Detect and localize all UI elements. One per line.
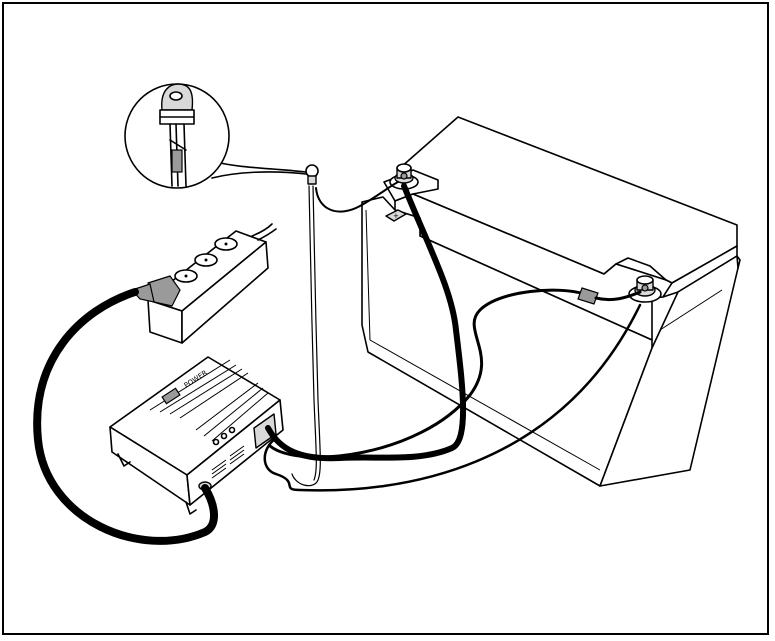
positive-marker-plate	[385, 209, 407, 222]
battery-positive-terminal	[389, 163, 419, 190]
charger-vents	[211, 445, 245, 479]
charger-output-terminal	[253, 413, 277, 449]
inline-fuse	[577, 287, 599, 305]
magnified-lamp	[159, 83, 195, 187]
positive-marker-label: +	[393, 212, 399, 220]
indicator-lamp-wire-a	[291, 185, 321, 487]
sense-cable-loop	[263, 303, 642, 492]
power-strip	[130, 223, 277, 344]
cables	[33, 164, 642, 545]
battery-front-face	[361, 196, 653, 487]
charger-brand-badge	[161, 387, 181, 405]
indicator-lamp-wire-b	[315, 181, 399, 213]
negative-charge-cable	[268, 288, 586, 459]
charger-indicator-leds	[212, 426, 236, 446]
battery-negative-terminal	[628, 275, 662, 303]
power-strip-side	[181, 241, 269, 344]
battery-charger: POWER	[109, 356, 284, 515]
battery: +	[361, 116, 741, 487]
mains-plug	[130, 275, 181, 307]
indicator-lamp	[305, 164, 319, 185]
lamp-detail-callout	[124, 83, 307, 189]
